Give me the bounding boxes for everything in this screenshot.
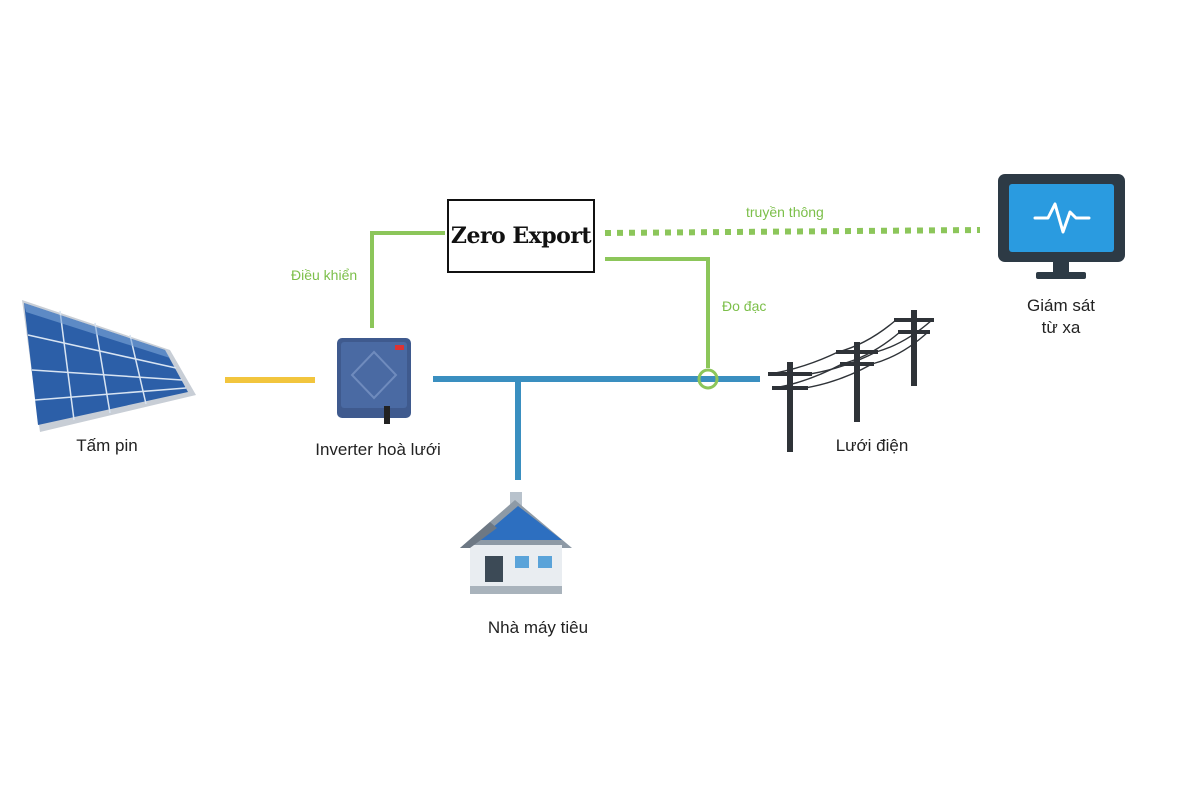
house-icon: [460, 492, 572, 594]
communication-line: [604, 227, 981, 236]
monitor-label-line1: Giám sát: [1026, 296, 1096, 315]
load-label: Nhà máy tiêu: [487, 618, 589, 637]
measurement-point: [697, 368, 719, 390]
communication-label: truyền thông: [746, 204, 824, 220]
control-label: Điều khiển: [291, 267, 358, 283]
measurement-label: Đo đạc: [722, 298, 767, 314]
control-line: [370, 231, 445, 328]
measurement-line: [605, 257, 710, 368]
solar-panel-label: Tấm pin: [76, 436, 138, 455]
monitor-label-line2: từ xa: [1041, 318, 1081, 337]
power-pylon-icon: [768, 310, 934, 452]
grid-label: Lưới điện: [835, 436, 909, 455]
zero-export-label: Zero Export: [450, 223, 592, 249]
solar-panel-icon: [22, 300, 196, 432]
monitor-icon: [998, 174, 1125, 279]
zero-export-controller: Zero Export: [447, 199, 595, 273]
inverter-icon: [337, 338, 411, 424]
inverter-label: Inverter hoà lưới: [315, 440, 441, 459]
